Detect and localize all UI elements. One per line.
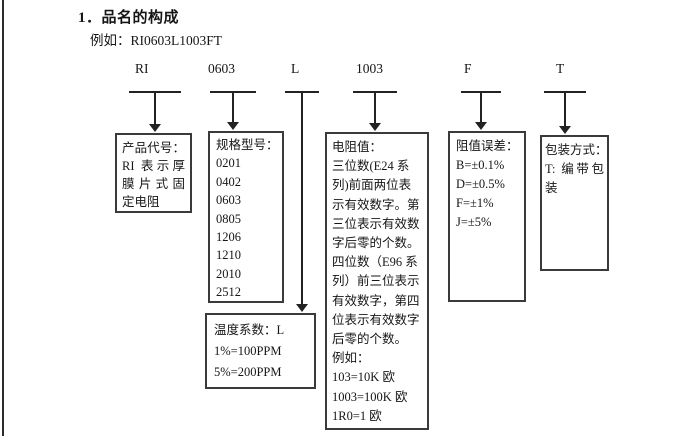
text-line: 1210 [216,248,241,263]
text-line: B=±0.1% [456,158,505,172]
code-segment-resistance: 1003 [356,61,383,76]
text-line: 有效数字，第四 [332,293,420,308]
code-segment-prefix: RI [135,61,149,76]
arrow-head [149,124,161,132]
down-arrow-icon [210,91,256,130]
text-line: T: 编带包 [545,162,604,176]
box-resistance-value: 电阻值： 三位数(E24 系列)前面两位表示有效数字。第三位表示有效数字后零的个数… [325,132,429,430]
code-segment-tolerance: F [464,61,472,76]
code-segment-packaging: T [556,61,565,76]
arrow-head [296,304,308,312]
text-line: 温度系数：L [214,323,285,337]
arrow-stem [301,91,303,306]
text-line: 三位表示有效数 [332,216,420,231]
text-line: 1R0=1 欧 [332,408,382,423]
text-line: 位表示有效数字 [332,312,420,327]
box-product-code: 产品代号： RI 表示厚膜片式固定电阻 [115,133,192,213]
down-arrow-icon [353,91,397,131]
page-left-border-rule [2,0,4,436]
text-line: 例如： [332,351,370,366]
text-line: 1206 [216,230,241,245]
text-line: 2010 [216,266,241,281]
text-line: 列）前三位表示 [332,274,420,289]
example-part-number: 例如：RI0603L1003FT [90,33,223,48]
down-arrow-icon [544,91,586,134]
text-line: 三位数(E24 系 [332,159,410,174]
text-line: 示有效数字。第 [332,197,420,212]
text-line: 103=10K 欧 [332,370,395,385]
text-line: 列)前面两位表 [332,178,412,193]
section-title: 1．品名的构成 [78,10,180,26]
text-line: 1003=100K 欧 [332,389,408,404]
text-line: 阻值误差： [456,139,519,153]
code-segment-tcr: L [291,61,300,76]
down-arrow-icon [129,91,181,132]
down-arrow-icon [285,91,319,312]
text-line: J=±5% [456,215,492,229]
text-line: D=±0.5% [456,177,505,191]
text-line: RI 表示厚 [122,159,185,173]
arrow-stem [154,91,156,126]
code-segment-size: 0603 [208,61,235,76]
text-line: 2512 [216,285,241,300]
text-line: 0201 [216,156,241,171]
text-line: 5%=200PPM [214,365,282,379]
text-line: F=±1% [456,196,494,210]
text-line: 0402 [216,174,241,189]
box-spec-model: 规格型号： 0201 0402 0603 0805 1206 1210 2010 2512 [208,131,284,303]
text-line: 0805 [216,211,241,226]
text-line: 字后零的个数。 [332,236,420,251]
text-line: 产品代号： [122,141,185,155]
box-packaging: 包装方式： T: 编带包装 [540,135,609,271]
text-line: 后零的个数。 [332,332,408,347]
text-line: 电阻值： [332,140,383,154]
text-line: 膜片式固 [122,177,185,191]
text-line: 定电阻 [122,195,160,209]
text-line: 规格型号： [216,138,279,152]
arrow-head [227,122,239,130]
text-line: 装 [545,181,558,195]
arrow-stem [374,91,376,125]
arrow-stem [480,91,482,124]
text-line: 四位数（E96 系 [332,255,418,270]
arrow-head [475,122,487,130]
arrow-head [369,123,381,131]
arrow-head [559,126,571,134]
down-arrow-icon [461,91,501,130]
text-line: 包装方式： [545,143,608,157]
box-temp-coefficient: 温度系数：L 1%=100PPM 5%=200PPM [205,313,316,389]
text-line: 0603 [216,193,241,208]
arrow-stem [232,91,234,124]
box-tolerance: 阻值误差： B=±0.1% D=±0.5% F=±1% J=±5% [448,131,526,302]
arrow-stem [564,91,566,128]
text-line: 1%=100PPM [214,344,282,358]
